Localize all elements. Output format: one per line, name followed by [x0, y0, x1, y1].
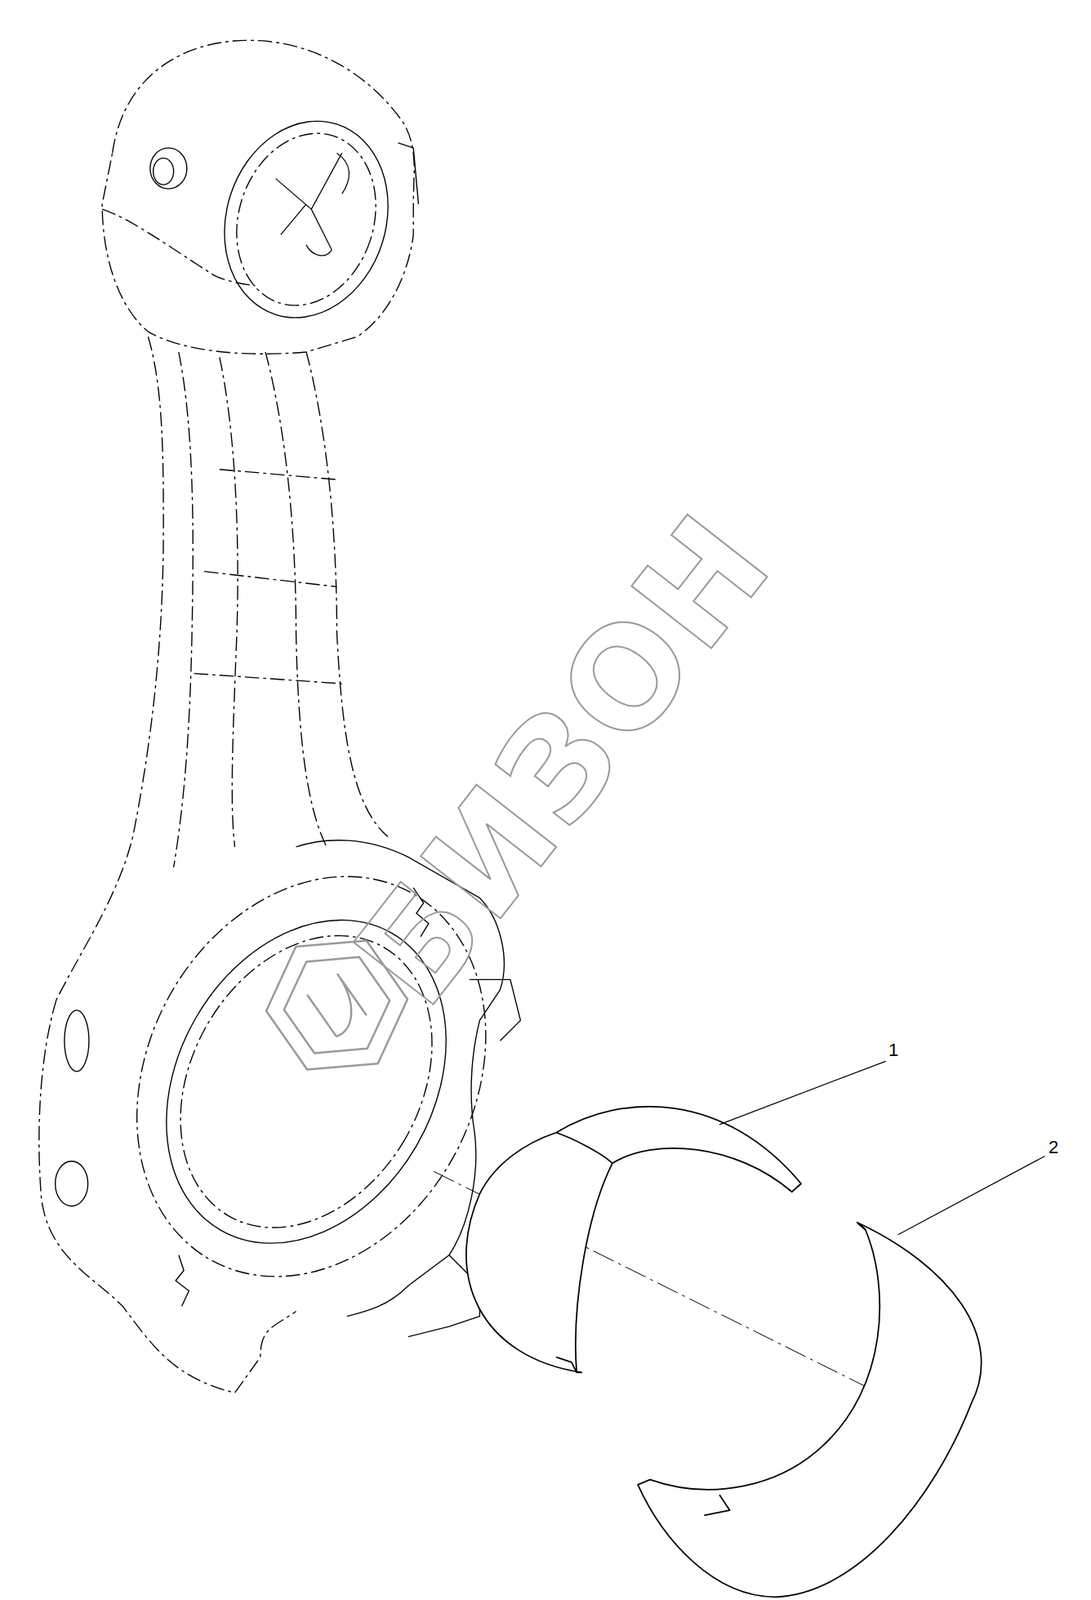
rod-shank [56, 336, 388, 1000]
callout-number: 2 [1048, 1138, 1059, 1157]
small-end [102, 40, 419, 354]
bearing-shell-upper [466, 1106, 802, 1373]
bearing-shell-lower [637, 1222, 982, 1598]
leader-line [898, 1156, 1046, 1235]
watermark: БИЗОН [333, 491, 795, 1028]
callout-number: 1 [888, 1041, 899, 1060]
leader-line [719, 1060, 887, 1124]
